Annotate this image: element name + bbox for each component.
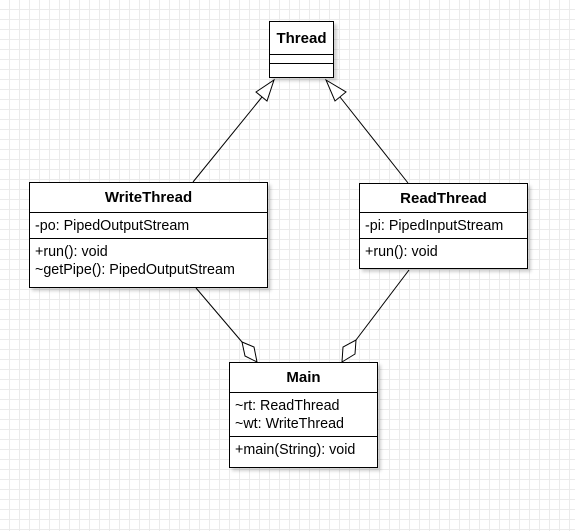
aggregation-diamond-writethread — [241, 341, 258, 363]
class-readthread-attributes: -pi: PipedInputStream — [360, 213, 527, 238]
inheritance-arrowhead-writethread — [255, 78, 275, 102]
attribute-wt: ~wt: WriteThread — [235, 416, 344, 432]
class-thread[interactable]: Thread — [269, 21, 334, 78]
class-main-attributes: ~rt: ReadThread ~wt: WriteThread — [230, 393, 377, 436]
class-readthread-methods: +run(): void — [360, 238, 527, 264]
method-run: +run(): void — [365, 244, 438, 260]
method-main: +main(String): void — [235, 442, 356, 458]
method-getpipe: ~getPipe(): PipedOutputStream — [35, 262, 235, 278]
class-thread-name: Thread — [270, 22, 333, 55]
inheritance-arrowhead-readthread — [324, 78, 347, 102]
attribute-po: -po: PipedOutputStream — [35, 218, 190, 234]
attribute-rt: ~rt: ReadThread — [235, 398, 340, 414]
class-writethread-name: WriteThread — [30, 183, 267, 213]
generalization-edge-writethread[interactable] — [192, 96, 263, 183]
class-main-methods: +main(String): void — [230, 436, 377, 462]
class-main[interactable]: Main ~rt: ReadThread ~wt: WriteThread +m… — [229, 362, 378, 468]
class-thread-attributes — [270, 55, 333, 63]
class-main-name: Main — [230, 363, 377, 393]
generalization-edge-readthread[interactable] — [339, 96, 409, 184]
aggregation-edge-writethread[interactable] — [195, 287, 243, 343]
class-readthread[interactable]: ReadThread -pi: PipedInputStream +run():… — [359, 183, 528, 269]
attribute-pi: -pi: PipedInputStream — [365, 218, 504, 234]
class-writethread-attributes: -po: PipedOutputStream — [30, 213, 267, 238]
class-readthread-name: ReadThread — [360, 184, 527, 213]
method-run: +run(): void — [35, 244, 108, 260]
class-thread-methods — [270, 63, 333, 71]
aggregation-edge-readthread[interactable] — [355, 269, 410, 341]
class-writethread[interactable]: WriteThread -po: PipedOutputStream +run(… — [29, 182, 268, 288]
aggregation-diamond-readthread — [341, 339, 357, 363]
class-writethread-methods: +run(): void ~getPipe(): PipedOutputStre… — [30, 238, 267, 282]
